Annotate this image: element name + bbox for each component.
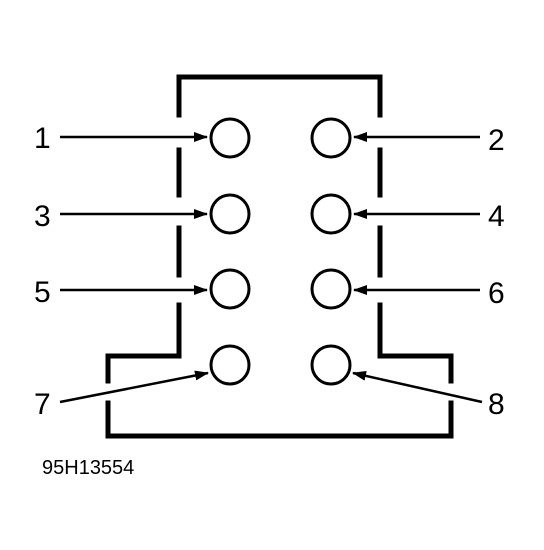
leader-arrows (59, 132, 483, 404)
pin-label-2: 2 (488, 124, 505, 157)
pin-label-4: 4 (488, 200, 505, 233)
pin-label-8: 8 (488, 388, 505, 421)
pin-terminal-6 (310, 268, 352, 310)
pin-label-6: 6 (488, 277, 505, 310)
pin-terminal-8 (310, 344, 352, 386)
pin-label-5: 5 (34, 276, 51, 309)
pin-terminal-4 (310, 193, 352, 235)
pin-terminal-1 (209, 117, 251, 159)
pin-terminal-2 (310, 117, 352, 159)
pin-number-labels: 1 2 3 4 5 6 7 8 (34, 122, 505, 421)
pin-label-1: 1 (34, 122, 51, 155)
connector-housing (105, 74, 454, 439)
pin-terminal-3 (209, 193, 251, 235)
pin-terminal-5 (209, 268, 251, 310)
figure-code: 95H13554 (42, 457, 134, 479)
pin-label-3: 3 (34, 200, 51, 233)
leader-arrow-7 (59, 370, 209, 404)
pin-terminal-7 (209, 344, 251, 386)
pin-terminals (209, 117, 352, 386)
pin-label-7: 7 (34, 388, 51, 421)
leader-arrow-8 (352, 370, 483, 404)
